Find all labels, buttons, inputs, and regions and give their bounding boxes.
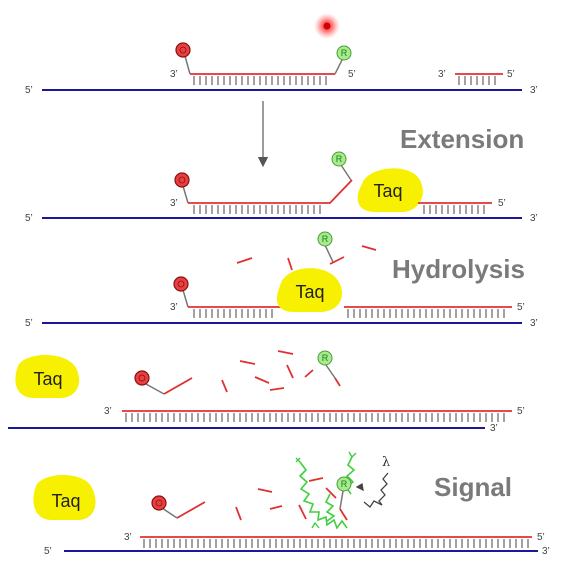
stage-hydrolysis-title: Hydrolysis <box>392 254 525 284</box>
three-prime-label: 3’ <box>542 546 550 557</box>
five-prime-label: 5’ <box>25 318 33 329</box>
quencher-icon <box>134 370 150 386</box>
panel-signal: Taq 5’ 3’ 3’ 5’ <box>33 451 550 557</box>
probe-strand <box>188 179 353 204</box>
five-prime-label: 5’ <box>507 69 515 80</box>
svg-text:R: R <box>341 48 348 58</box>
panel-annealing: 5’ 3’ 3’ 5’ R 3’ 5’ <box>25 42 538 96</box>
five-prime-label: 5’ <box>348 69 356 80</box>
five-prime-label: 5’ <box>517 302 525 313</box>
probe-fragments <box>236 245 377 271</box>
quencher-icon <box>151 495 167 511</box>
reporter-icon: R <box>336 45 352 61</box>
three-prime-label: 3’ <box>438 69 446 80</box>
three-prime-label: 3’ <box>104 406 112 417</box>
reporter-icon: R <box>317 350 333 366</box>
three-prime-label: 3’ <box>530 85 538 96</box>
three-prime-label: 3’ <box>170 198 178 209</box>
svg-text:R: R <box>336 154 343 164</box>
taq-polymerase-icon: Taq <box>33 475 96 520</box>
reporter-icon: R <box>317 231 333 247</box>
panel-release: Taq 3’ 3’ 5’ R <box>8 350 525 434</box>
reporter-icon: R <box>336 476 352 492</box>
five-prime-label: 5’ <box>25 85 33 96</box>
svg-text:R: R <box>322 234 329 244</box>
three-prime-label: 3’ <box>124 532 132 543</box>
five-prime-label: 5’ <box>498 198 506 209</box>
reporter-icon: R <box>331 151 347 167</box>
panel-extension: 5’ 3’ 3’ R Taq 5’ <box>25 151 538 224</box>
five-prime-label: 5’ <box>517 406 525 417</box>
svg-text:Taq: Taq <box>373 181 402 201</box>
emission-wave-icon <box>295 451 357 530</box>
taq-polymerase-icon: Taq <box>276 268 343 312</box>
probe-fragments <box>235 477 337 521</box>
stage-extension-title: Extension <box>400 124 524 154</box>
quencher-icon <box>175 42 191 58</box>
panel-hydrolysis: 5’ 3’ 3’ Taq 5’ R <box>25 231 538 329</box>
svg-text:Taq: Taq <box>295 282 324 302</box>
quencher-icon <box>173 276 189 292</box>
three-prime-label: 3’ <box>530 318 538 329</box>
wavelength-label: λ <box>382 455 390 470</box>
three-prime-label: 3’ <box>530 213 538 224</box>
three-prime-label: 3’ <box>170 69 178 80</box>
three-prime-label: 3’ <box>490 423 498 434</box>
svg-text:Taq: Taq <box>33 369 62 389</box>
three-prime-label: 3’ <box>170 302 178 313</box>
svg-text:Taq: Taq <box>51 491 80 511</box>
svg-text:R: R <box>341 479 348 489</box>
light-source-icon <box>314 13 340 39</box>
five-prime-label: 5’ <box>537 532 545 543</box>
five-prime-label: 5’ <box>44 546 52 557</box>
probe-fragments <box>221 350 314 393</box>
taq-polymerase-icon: Taq <box>357 168 423 212</box>
stage-signal-title: Signal <box>434 472 512 502</box>
five-prime-label: 5’ <box>25 213 33 224</box>
svg-text:R: R <box>322 353 329 363</box>
taq-polymerase-icon: Taq <box>15 355 80 398</box>
quencher-icon <box>174 172 190 188</box>
excitation-wave-icon <box>355 472 389 508</box>
